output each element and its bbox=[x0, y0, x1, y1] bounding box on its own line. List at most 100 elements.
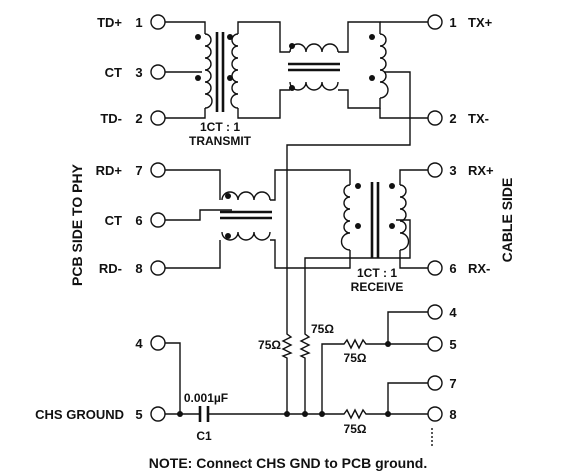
cable-side-label: CABLE SIDE bbox=[499, 178, 515, 263]
tx-dot-4 bbox=[227, 75, 233, 81]
rx-secondary-coil bbox=[399, 184, 410, 251]
wire-tx-choke-top bbox=[338, 21, 381, 53]
pin-ct2-name: CT bbox=[105, 213, 122, 228]
rx-dot-1 bbox=[355, 183, 361, 189]
receive-transformer: 1CT : 1 RECEIVE bbox=[340, 182, 410, 294]
receive-label: RECEIVE bbox=[351, 280, 404, 294]
wire-tx-sec-bot bbox=[237, 89, 290, 119]
pin-rd-plus-num: 7 bbox=[135, 163, 142, 178]
terminal-pin5-cable bbox=[427, 336, 443, 352]
pin-tx-minus-num: 2 bbox=[449, 111, 456, 126]
tx-cable-dot-1 bbox=[369, 34, 375, 40]
terminal-tx-minus bbox=[427, 110, 443, 126]
chs-ground-num: 5 bbox=[135, 407, 142, 422]
resistor-r3-label: 75Ω bbox=[344, 351, 367, 365]
rx-choke-top bbox=[221, 191, 271, 201]
resistor-r1-label: 75Ω bbox=[258, 338, 281, 352]
wire-rx-ct bbox=[304, 219, 411, 330]
tx-choke-bot bbox=[289, 81, 339, 91]
pin-rd-minus-name: RD- bbox=[99, 261, 122, 276]
rx-choke-dot-2 bbox=[225, 233, 231, 239]
pin-td-minus-num: 2 bbox=[135, 111, 142, 126]
terminal-ct2 bbox=[150, 212, 166, 228]
pin7-cable-num: 7 bbox=[449, 376, 456, 391]
wire-rd-plus bbox=[165, 169, 221, 200]
pin-rx-minus-name: RX- bbox=[468, 261, 490, 276]
junction-pin78 bbox=[385, 411, 391, 417]
terminal-tx-plus bbox=[427, 14, 443, 30]
receive-ratio: 1CT : 1 bbox=[357, 266, 397, 280]
junctions bbox=[177, 341, 391, 417]
resistor-r2 bbox=[299, 330, 311, 360]
capacitor-value: 0.001µF bbox=[184, 391, 228, 405]
terminal-chs-ground bbox=[150, 406, 166, 422]
resistor-r4-label: 75Ω bbox=[344, 422, 367, 436]
wire-pin4-cable bbox=[387, 311, 428, 344]
wire-pin4-pcb bbox=[165, 342, 181, 414]
rx-dot-4 bbox=[389, 223, 395, 229]
resistor-r2-label: 75Ω bbox=[311, 322, 334, 336]
pin-ct1-num: 3 bbox=[135, 65, 142, 80]
junction-pin45 bbox=[385, 341, 391, 347]
chs-ground-name: CHS GROUND bbox=[35, 407, 124, 422]
transmit-label: TRANSMIT bbox=[189, 134, 252, 148]
wire-rx-choke-top bbox=[270, 169, 351, 201]
tx-cable-coil bbox=[379, 33, 389, 99]
capacitor-ref: C1 bbox=[196, 429, 212, 443]
pin4-pcb-num: 4 bbox=[135, 336, 143, 351]
pin-rd-minus-num: 8 bbox=[135, 261, 142, 276]
pin5-cable-num: 5 bbox=[449, 337, 456, 352]
rx-dot-3 bbox=[389, 183, 395, 189]
tx-cable-dot-2 bbox=[369, 75, 375, 81]
terminal-pin7-cable bbox=[427, 375, 443, 391]
resistor-network: 75Ω 75Ω 75Ω 75Ω bbox=[258, 322, 370, 436]
tx-secondary-coil bbox=[230, 33, 239, 109]
wire-td-minus bbox=[165, 108, 206, 119]
wires bbox=[165, 21, 433, 448]
wire-rx-choke-bot bbox=[270, 239, 351, 269]
tx-primary-coil bbox=[204, 33, 213, 109]
pin4-cable-num: 4 bbox=[449, 305, 457, 320]
pin-td-plus-num: 1 bbox=[135, 15, 142, 30]
wire-td-plus bbox=[165, 21, 206, 34]
wire-tx-choke-bot bbox=[338, 89, 381, 109]
capacitor-c1: 0.001µF C1 bbox=[184, 391, 228, 443]
terminal-ct1 bbox=[150, 64, 166, 80]
pin-rx-minus-num: 6 bbox=[449, 261, 456, 276]
wire-rx-plus bbox=[399, 169, 428, 185]
transmit-transformer: 1CT : 1 TRANSMIT bbox=[189, 32, 252, 148]
tx-dot-1 bbox=[195, 34, 201, 40]
tx-choke-top bbox=[289, 43, 339, 53]
tx-choke-dot-1 bbox=[289, 43, 295, 49]
pin-rd-plus-name: RD+ bbox=[96, 163, 123, 178]
note-text: NOTE: Connect CHS GND to PCB ground. bbox=[149, 455, 427, 471]
wire-tx-ct bbox=[286, 71, 411, 330]
cable-terminals: 1 TX+ 2 TX- 3 RX+ 6 RX- 4 5 7 8 bbox=[427, 14, 494, 422]
tx-dot-3 bbox=[227, 34, 233, 40]
rx-dot-2 bbox=[355, 223, 361, 229]
pin-tx-minus-name: TX- bbox=[468, 111, 489, 126]
pin8-cable-num: 8 bbox=[449, 407, 456, 422]
pcb-side-label: PCB SIDE TO PHY bbox=[69, 163, 85, 286]
terminal-rx-minus bbox=[427, 260, 443, 276]
terminal-pin8-cable bbox=[427, 406, 443, 422]
junction-r1 bbox=[284, 411, 290, 417]
wire-ct2 bbox=[165, 209, 232, 221]
pin-td-plus-name: TD+ bbox=[97, 15, 122, 30]
wire-bus-vert bbox=[321, 343, 340, 414]
terminal-rx-plus bbox=[427, 162, 443, 178]
resistor-r4 bbox=[340, 408, 370, 420]
terminal-pin4-pcb bbox=[150, 335, 166, 351]
junction-bus bbox=[319, 411, 325, 417]
transmit-choke bbox=[288, 43, 340, 91]
terminal-td-plus bbox=[150, 14, 166, 30]
pin-tx-plus-name: TX+ bbox=[468, 15, 493, 30]
wire-rx-minus bbox=[399, 250, 428, 269]
pin-ct1-name: CT bbox=[105, 65, 122, 80]
terminal-rd-minus bbox=[150, 260, 166, 276]
wire-pin7-cable bbox=[387, 382, 428, 414]
transmit-cable-coil bbox=[369, 33, 389, 99]
wire-tx-sec-top bbox=[237, 21, 290, 53]
tx-dot-2 bbox=[195, 75, 201, 81]
